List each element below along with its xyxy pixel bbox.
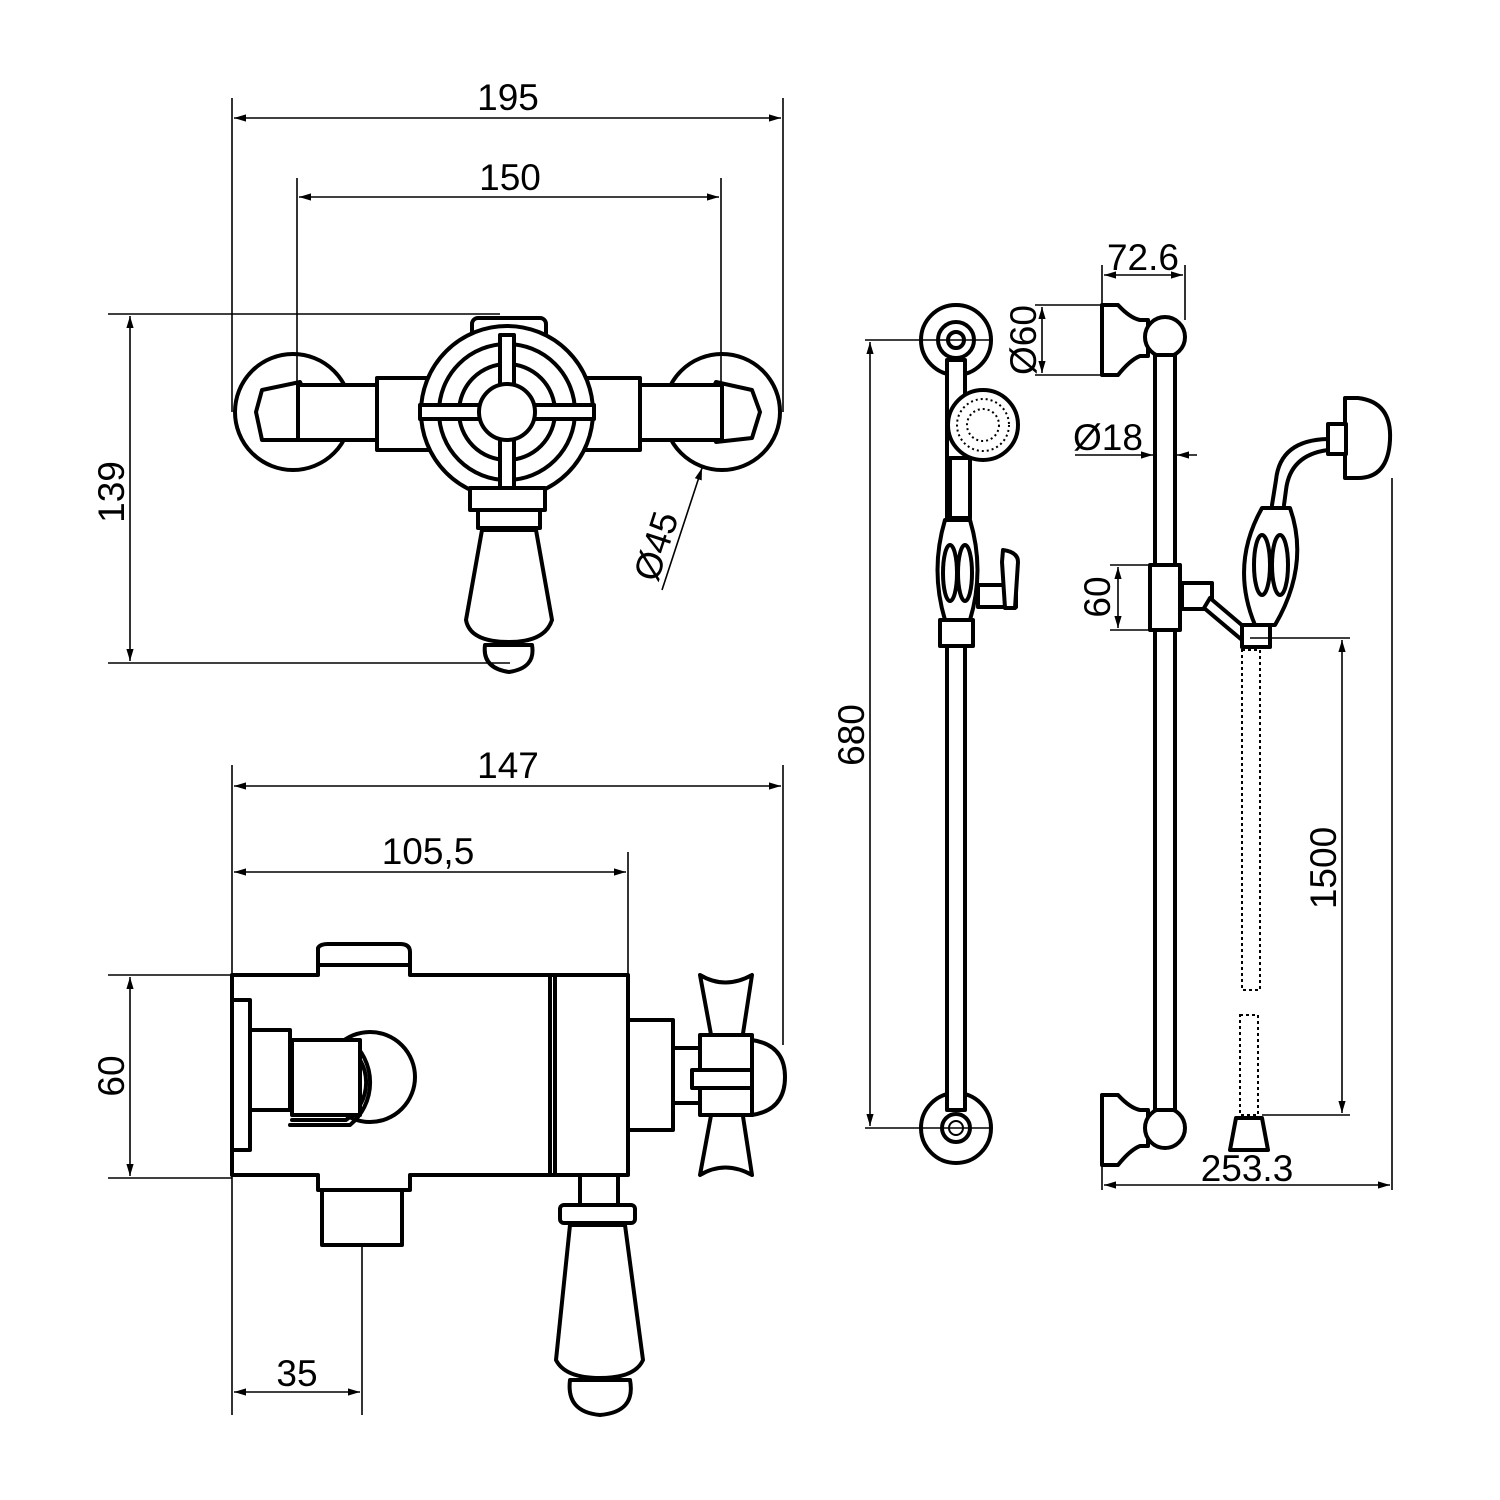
- side-spindle-housing: [626, 1018, 675, 1132]
- side-lever-collar: [558, 1203, 637, 1225]
- dim-18-label: Ø18: [1073, 417, 1143, 458]
- side-body: [230, 963, 630, 1192]
- dim-60-side-label: 60: [91, 1055, 132, 1096]
- side-lever-tip: [567, 1378, 633, 1417]
- dim-680-label: 680: [831, 704, 872, 766]
- left-arm: [296, 383, 382, 442]
- hose-wall-outlet: [1343, 396, 1393, 480]
- rail-side-bar: [1153, 353, 1177, 1112]
- lever-neck: [476, 508, 542, 530]
- dim-60-bracket-label: Ø60: [1003, 305, 1044, 375]
- rail-side-dimensions: 72.6 Ø60 Ø18 60 1500 253.3: [1003, 237, 1393, 1190]
- dim-195-label: 195: [477, 77, 539, 118]
- dim-72-6-label: 72.6: [1107, 237, 1179, 278]
- rail-top-end-cap: [1143, 315, 1187, 359]
- dim-60-slider-label: 60: [1077, 576, 1118, 617]
- dim-147-label: 147: [477, 745, 539, 786]
- side-arm-stub: [248, 1028, 292, 1112]
- side-wall-plate: [230, 998, 252, 1152]
- dim-253-3-label: 253.3: [1201, 1148, 1294, 1189]
- lever-tip: [482, 643, 535, 674]
- rail-bottom-end-cap: [1143, 1106, 1187, 1150]
- side-cross-ring: [690, 1068, 754, 1090]
- slider-lever: [1000, 548, 1020, 610]
- side-view-valve: [230, 942, 787, 1417]
- dim-45-label: Ø45: [626, 507, 687, 586]
- dial-hub: [477, 382, 537, 442]
- side-cross-top: [698, 973, 754, 1042]
- dim-1500-label: 1500: [1303, 827, 1344, 909]
- side-top-boss: [316, 942, 412, 970]
- rail-side-view: [1100, 303, 1393, 1167]
- dim-150-label: 150: [479, 157, 541, 198]
- hose-upper: [1241, 649, 1261, 991]
- handset-base: [938, 618, 975, 648]
- lever-collar: [468, 486, 547, 512]
- side-view-dimensions: 147 105,5 60 35: [91, 745, 784, 1415]
- shower-head-neck: [948, 456, 972, 520]
- rail-front-dimensions: 680: [831, 339, 990, 1129]
- front-view-valve: [233, 316, 782, 674]
- front-view-dimensions: 195 150 139 Ø45: [91, 77, 784, 664]
- hose-end-cone: [1228, 1116, 1270, 1152]
- side-lever-handle: [554, 1223, 645, 1380]
- side-lever-stem: [578, 1173, 620, 1209]
- hose-lower: [1239, 1014, 1259, 1116]
- rail-slider: [1148, 563, 1182, 632]
- dim-35-label: 35: [276, 1353, 317, 1394]
- lever-handle: [464, 528, 554, 644]
- side-outlet: [320, 1188, 404, 1247]
- side-end-cap: [750, 1038, 787, 1117]
- right-arm: [638, 383, 724, 442]
- shower-head: [946, 388, 1020, 462]
- dim-105-5-label: 105,5: [382, 831, 475, 872]
- hose-outlet-nut: [1326, 422, 1348, 456]
- rail-front-view: [919, 303, 1020, 1165]
- side-elbow-cover: [290, 1038, 362, 1117]
- dim-139-label: 139: [91, 461, 132, 523]
- handset-side-base: [1240, 623, 1272, 649]
- side-cross-bottom: [698, 1108, 754, 1177]
- rail-top-wall-bracket: [1100, 303, 1150, 377]
- rail-bottom-wall-bracket: [1100, 1093, 1150, 1167]
